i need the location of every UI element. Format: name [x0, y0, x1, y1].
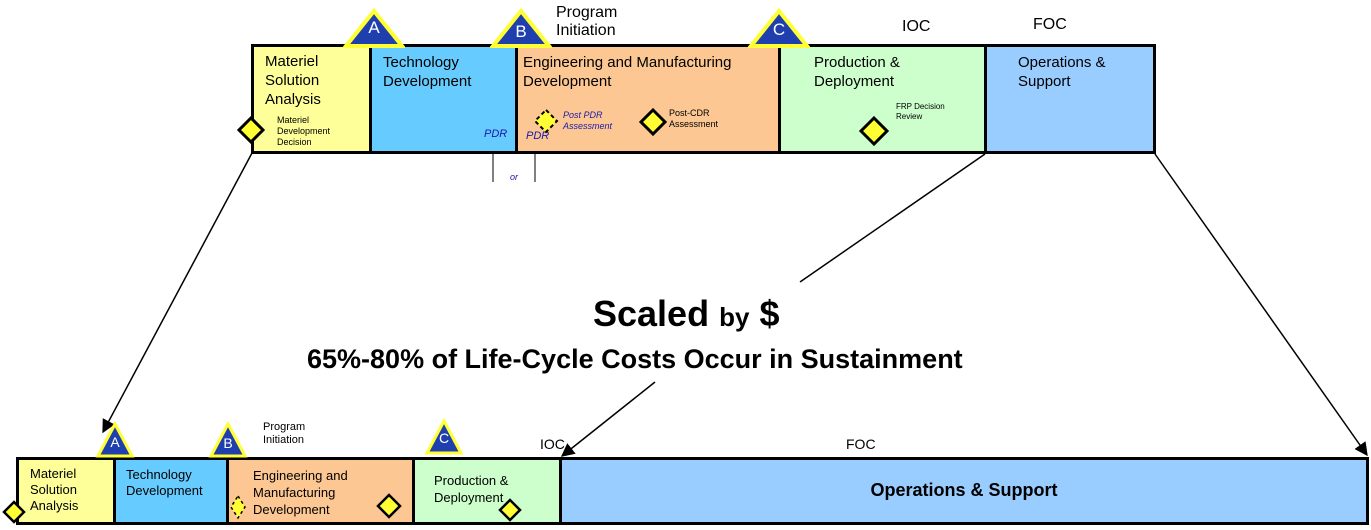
arrow-ioc-upper	[799, 153, 986, 283]
milestone-c-bottom-letter: C	[438, 430, 450, 446]
bottom-operations-label: Operations & Support	[870, 480, 1058, 500]
or-label: or	[510, 172, 519, 182]
triangle-milestone-icon	[208, 420, 248, 458]
pdr-label-2: PDR	[526, 130, 550, 142]
bottom-technology-label: Technology Development	[126, 467, 203, 498]
materiel-decision-label: Materiel Development Decision	[277, 115, 331, 147]
dollar-sign: $	[759, 293, 780, 334]
scaled-headline: Scaled by $	[593, 293, 779, 338]
scaled-word: Scaled	[593, 293, 710, 334]
arrow-ioc-lower	[560, 381, 656, 457]
phase-materiel-solution-analysis	[251, 44, 372, 154]
bottom-phase-operations	[559, 457, 1369, 525]
milestone-a-letter: A	[368, 18, 380, 37]
arrow-right	[1154, 153, 1368, 457]
triangle-milestone-icon	[746, 7, 812, 48]
bottom-cdr-diamond-icon	[376, 493, 402, 519]
bottom-frp-diamond-icon	[498, 498, 522, 522]
bottom-phase-engineering	[226, 457, 415, 525]
foc-bottom: FOC	[846, 436, 876, 452]
program-initiation-bottom: Program Initiation	[263, 421, 306, 446]
milestone-c-letter: C	[772, 20, 786, 39]
milestone-b-letter: B	[515, 22, 527, 41]
milestone-b-bottom-letter: B	[223, 435, 233, 451]
operations-label: Operations & Support	[1018, 54, 1106, 90]
triangle-milestone-icon	[488, 7, 554, 48]
frp-decision-diamond-icon	[859, 116, 889, 146]
arrow-left	[102, 152, 253, 434]
phase-operations-support	[984, 44, 1156, 154]
bottom-materiel-label: Materiel Solution Analysis	[30, 466, 79, 513]
post-cdr-label: Post-CDR Assessment	[669, 108, 719, 129]
life-cycle-subtitle: 65%-80% of Life-Cycle Costs Occur in Sus…	[307, 344, 963, 374]
bottom-production-label: Production & Deployment	[434, 473, 509, 505]
foc-top: FOC	[1033, 16, 1067, 33]
program-initiation-top: Program Initiation	[556, 4, 618, 39]
technology-label: Technology Development	[383, 54, 472, 90]
bottom-pdr-diamond-icon	[230, 494, 246, 520]
ioc-bottom: IOC	[540, 436, 565, 452]
milestone-a-top: A	[341, 7, 407, 48]
milestone-a-bottom-letter: A	[110, 434, 120, 450]
bottom-materiel-diamond-icon	[2, 500, 26, 524]
by-word: by	[719, 302, 750, 332]
triangle-milestone-icon	[95, 420, 135, 458]
production-label: Production & Deployment	[814, 54, 900, 90]
triangle-milestone-icon	[341, 7, 407, 48]
engineering-label: Engineering and Manufacturing Developmen…	[523, 54, 732, 90]
post-cdr-diamond-icon	[639, 108, 667, 136]
frp-decision-label: FRP Decision Review	[896, 102, 945, 121]
triangle-milestone-icon	[424, 417, 464, 455]
milestone-a-bottom: A	[95, 420, 135, 459]
milestone-c-top: C	[746, 7, 812, 48]
milestone-c-bottom: C	[424, 417, 464, 456]
post-pdr-label: Post PDR Assessment	[563, 110, 613, 131]
post-pdr-diamond-icon	[533, 108, 559, 134]
materiel-label: Materiel Solution Analysis	[265, 53, 321, 108]
pdr-label-1: PDR	[484, 128, 508, 140]
milestone-b-bottom: B	[208, 420, 248, 459]
materiel-decision-diamond-icon	[237, 116, 265, 144]
ioc-top: IOC	[902, 18, 931, 35]
bottom-engineering-label: Engineering and Manufacturing Developmen…	[253, 468, 348, 517]
milestone-b-top: B	[488, 7, 554, 48]
bottom-phase-production	[412, 457, 562, 525]
